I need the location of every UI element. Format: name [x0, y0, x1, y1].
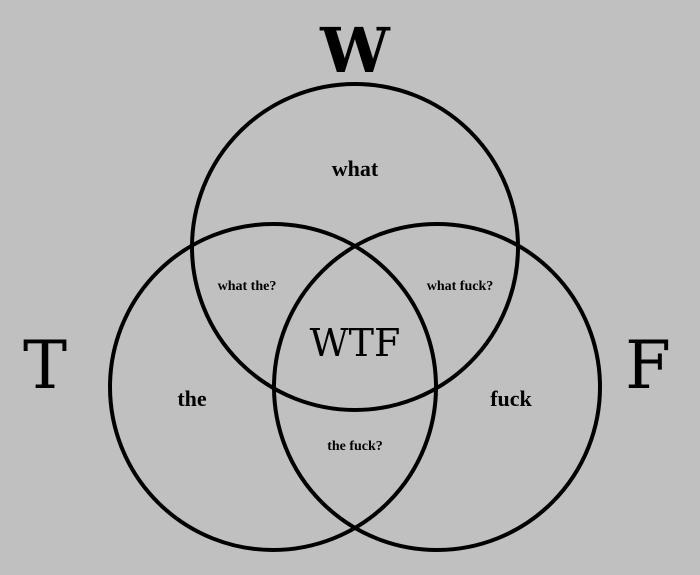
region-what-fuck: what fuck?	[427, 279, 494, 294]
region-what-the: what the?	[218, 279, 277, 294]
region-wtf-center: WTF	[310, 321, 401, 365]
set-label-w: W	[319, 14, 391, 87]
region-the-fuck: the fuck?	[327, 439, 383, 454]
region-fuck: fuck	[490, 386, 532, 411]
circle-f	[272, 222, 602, 552]
set-label-t: T	[23, 327, 67, 404]
set-label-f: F	[625, 327, 671, 404]
circle-t	[108, 222, 438, 552]
region-the: the	[177, 386, 207, 411]
region-what: what	[332, 156, 379, 181]
